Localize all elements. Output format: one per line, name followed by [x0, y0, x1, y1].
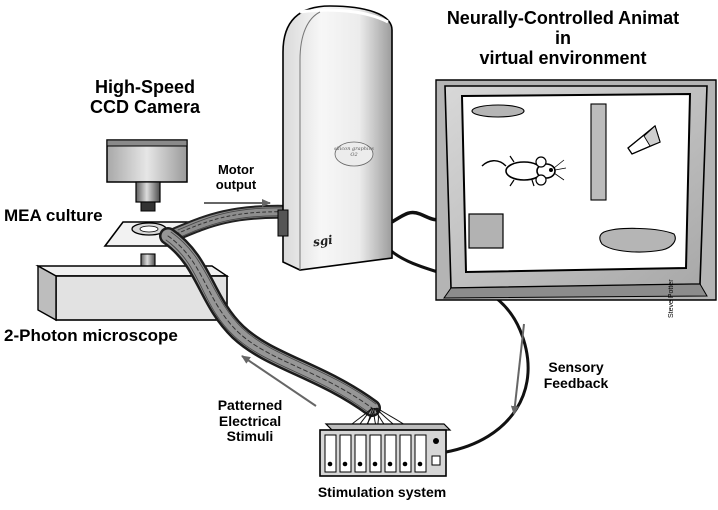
- camera-label-line2: CCD Camera: [89, 97, 201, 118]
- stimulation-system-box: [319, 423, 452, 477]
- ribbon-cable-motor: [169, 204, 297, 241]
- motor-output-label-line2: output: [215, 176, 257, 192]
- artist-signature: Steve Potter: [668, 279, 675, 318]
- animat-label-line2: in: [555, 28, 571, 49]
- animat-label-line1: Neurally-Controlled Animat: [446, 8, 680, 28]
- stimuli-label-line1: Patterned: [217, 397, 283, 413]
- sgi-computer-tower: [277, 5, 393, 271]
- sensory-feedback-label: Sensory Feedback: [536, 359, 616, 391]
- virtual-environment: [468, 103, 676, 253]
- ribbon-cable-stimulus: [159, 227, 381, 417]
- microscope-label: 2-Photon microscope: [4, 326, 178, 345]
- animat-label-line3: virtual environment: [479, 48, 647, 69]
- env-cheese: [627, 124, 661, 155]
- stimuli-label: Patterned Electrical Stimuli: [200, 397, 300, 445]
- computer-brand-line2: O2: [350, 152, 358, 158]
- two-photon-microscope: [35, 253, 230, 322]
- animat-label: Neurally-Controlled Animat in virtual en…: [418, 8, 708, 68]
- stimulation-system-label: Stimulation system: [317, 484, 447, 500]
- motor-output-label: Motor output: [203, 162, 269, 192]
- env-square-block: [468, 213, 504, 249]
- animat-mouse: [481, 155, 567, 187]
- stimuli-label-line3: Stimuli: [226, 428, 274, 445]
- stimuli-arrow: [241, 355, 317, 407]
- sgi-badge: sgi: [312, 232, 334, 250]
- motor-output-label-line1: Motor: [217, 162, 255, 177]
- feedback-cable: [389, 248, 530, 454]
- env-wall-bar: [590, 103, 607, 201]
- camera-label-line1: High-Speed: [94, 77, 195, 97]
- sensory-feedback-label-line1: Sensory: [548, 359, 604, 375]
- env-rock: [599, 227, 676, 253]
- sensory-feedback-arrow: [510, 323, 525, 415]
- camera-label: High-Speed CCD Camera: [70, 77, 220, 117]
- ccd-camera: [106, 139, 188, 212]
- stimuli-label-line2: Electrical: [218, 412, 282, 429]
- computer-brand-line1: silicon graphics: [334, 146, 374, 152]
- mea-culture-label: MEA culture: [4, 206, 103, 225]
- sensory-feedback-label-line2: Feedback: [543, 374, 609, 391]
- env-obstacle-oval: [471, 104, 525, 118]
- computer-brand-logo: silicon graphics O2: [334, 146, 374, 158]
